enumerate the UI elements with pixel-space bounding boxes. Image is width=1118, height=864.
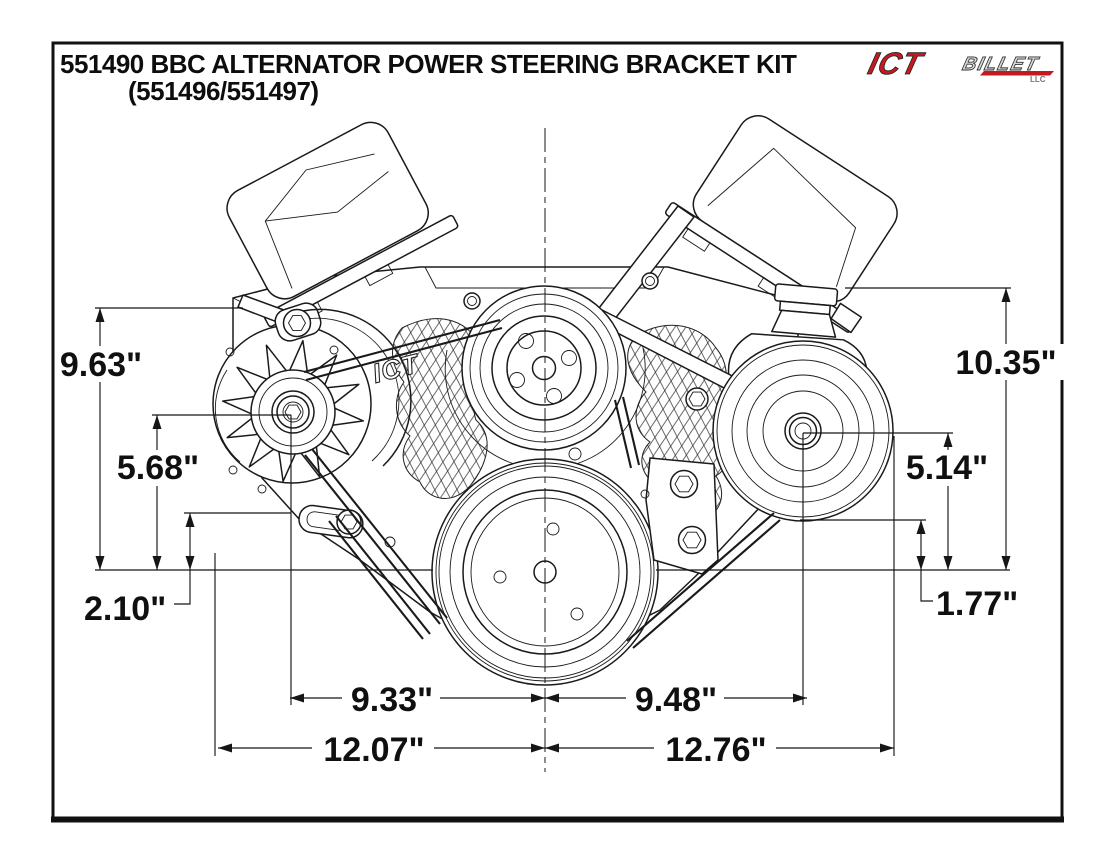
dim-label-right-overall: 10.35" [955,344,1056,382]
dim-label-alt-height: 5.68" [117,449,199,487]
dim-label-left-width: 12.07" [323,731,424,769]
alternator-top-bolt [282,308,312,338]
dim-label-ps-width: 9.48" [635,681,717,719]
logo-ict-text: ICT [865,46,928,80]
dim-label-ps-height: 5.14" [906,449,988,487]
title-block: 551490 BBC ALTERNATOR POWER STEERING BRA… [60,49,797,106]
engine-front-view: ICT [212,115,898,686]
dim-label-right-offset: 1.77" [936,585,1018,623]
alternator-shaft-nut [284,404,302,420]
dim-label-right-width: 12.76" [665,731,766,769]
lower-bracket-plate [645,457,719,575]
dim-right-group [916,288,1011,602]
dim-label-alt-width: 9.33" [351,681,433,719]
drive-belts [303,318,781,649]
water-pump-pulley [461,285,627,451]
dim-label-left-overall: 9.63" [60,346,142,384]
logo-underline [980,71,1054,76]
block-bolts [384,272,709,548]
left-valve-cover [226,121,459,328]
drawing-title: 551490 BBC ALTERNATOR POWER STEERING BRA… [60,49,797,79]
ict-billet-logo: ICT BILLET LLC [864,46,1054,84]
drawing-subtitle: (551496/551497) [128,76,319,106]
dim-label-left-offset: 2.10" [84,590,166,628]
logo-suffix: LLC [1030,75,1046,84]
logo-billet-text: BILLET [960,54,1041,75]
dimensions: 9.63" 5.68" 2.10" 10.35" 5.14" 1.77" 9.3… [56,287,1064,769]
